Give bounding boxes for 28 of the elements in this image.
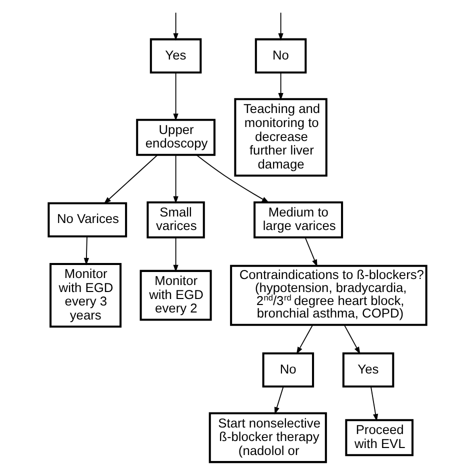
node-box: No xyxy=(254,38,306,74)
node-box: Monitor with EGD every 2 xyxy=(139,270,212,321)
arrow xyxy=(196,154,269,203)
arrow xyxy=(103,154,158,204)
node-box: Medium to large varices xyxy=(253,201,343,238)
arrow xyxy=(304,237,317,267)
arrow xyxy=(296,324,313,354)
arrow xyxy=(370,386,378,422)
node-box: No xyxy=(262,352,314,388)
node-box: Yes xyxy=(342,352,394,388)
node-box: Yes xyxy=(149,38,202,74)
arrow xyxy=(172,12,178,41)
arrow xyxy=(172,237,178,272)
node-box: Contraindications to ß-blockers? (hypotension, bradycardia, 2$^{nd}$/3$^{rd}$ degree heart block, bronchial asthma, COPD) xyxy=(230,264,427,326)
arrow xyxy=(172,154,178,204)
node-box: Start nonselective ß-blocker therapy (nadolol or xyxy=(208,412,326,464)
arrow xyxy=(274,386,284,415)
node-box: No Varices xyxy=(47,202,127,238)
node-box: Teaching and monitoring to decrease further liver damage xyxy=(234,98,327,177)
node-box: Monitor with EGD every 3 years xyxy=(49,263,122,328)
arrow xyxy=(278,72,283,100)
node-box: Proceed with EVL xyxy=(344,419,414,456)
node-box: Small varices xyxy=(146,201,204,238)
arrow xyxy=(172,72,178,122)
arrow xyxy=(83,236,89,266)
node-box: Upper endoscopy xyxy=(136,118,215,156)
arrow xyxy=(343,324,360,354)
arrow xyxy=(278,12,283,41)
